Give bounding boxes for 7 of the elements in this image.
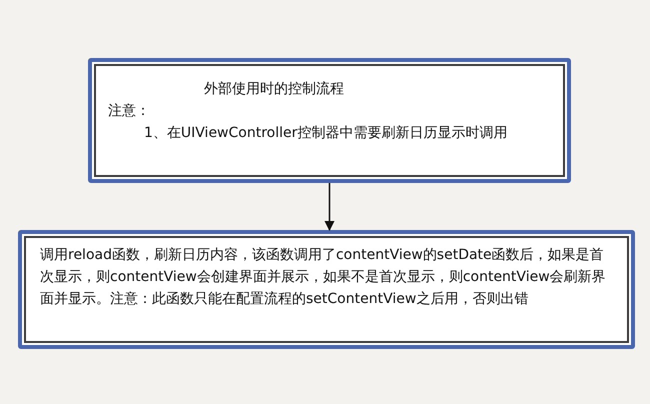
box-text: 注意：: [108, 102, 150, 121]
process-box: [18, 230, 635, 349]
arrow: [324, 183, 334, 231]
process-box: [88, 58, 571, 183]
box-text: 1、在UIViewController控制器中需要刷新日历显示时调用: [144, 124, 508, 143]
box-text: 外部使用时的控制流程: [204, 80, 344, 99]
box-text: 调用reload函数，刷新日历内容，该函数调用了contentView的setDate函数后，如果是首次显示，则contentView会创建界面并展示，如果不是首次显示，则contentView会刷新界面并显示。注意：此函数只能在配置流程的setContentView之后用，否则出错: [39, 246, 607, 309]
